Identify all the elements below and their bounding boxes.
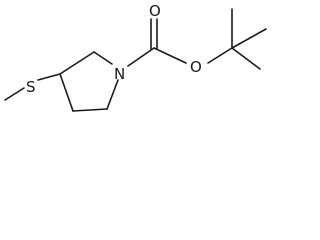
bond-c3-c2 <box>59 51 95 75</box>
ester-oxygen-label: O <box>190 58 202 76</box>
bond-tbu-methyl-right <box>231 28 267 49</box>
chemical-structure: S N O O <box>4 2 267 112</box>
bond-ester-o-tbu-c <box>207 47 233 64</box>
bond-tbu-methyl-down <box>231 47 261 70</box>
bond-c2-n1 <box>93 51 113 65</box>
sulfur-atom-label: S <box>26 78 36 96</box>
nitrogen-atom-label: N <box>114 65 125 83</box>
bond-carbonyl-c-ester-o <box>153 47 187 64</box>
bond-methyl-s <box>4 87 25 101</box>
bond-n1-c5 <box>106 79 119 110</box>
bond-n1-carbonyl-c <box>127 47 155 67</box>
bond-c4-c3 <box>59 73 74 112</box>
bond-c5-c4 <box>72 108 108 112</box>
carbonyl-oxygen-label: O <box>149 2 161 20</box>
bond-s-c3 <box>37 73 61 81</box>
